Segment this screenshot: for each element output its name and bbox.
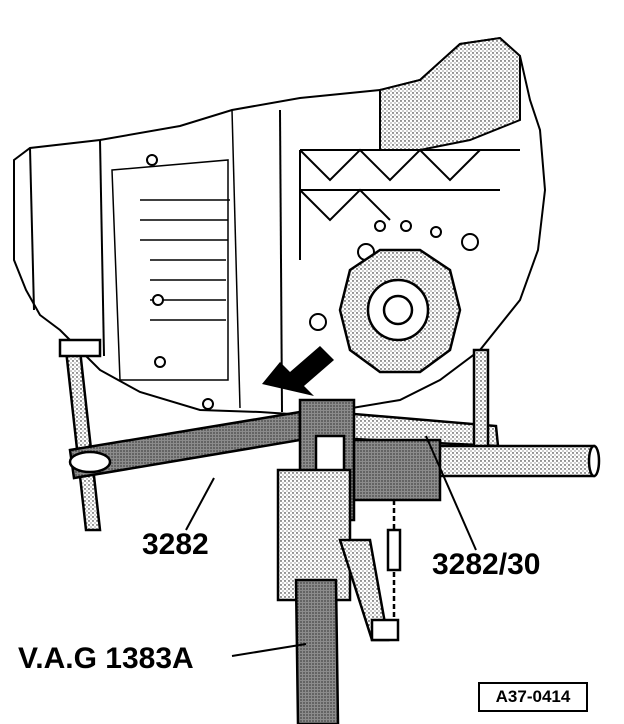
engine-stand-1383A [276,398,402,724]
fixture-plate-label: 3282/30 [432,548,541,581]
fixture-label: 3282 [142,528,209,561]
attention-arrow [262,346,334,396]
output-flange [338,248,462,374]
callout-leaders [185,435,477,657]
figure-id-box: A37-0414 [478,682,588,712]
transmission-housing [13,36,547,416]
engine-stand-label: V.A.G 1383A [18,642,194,675]
support-fixture-3282 [58,338,601,532]
